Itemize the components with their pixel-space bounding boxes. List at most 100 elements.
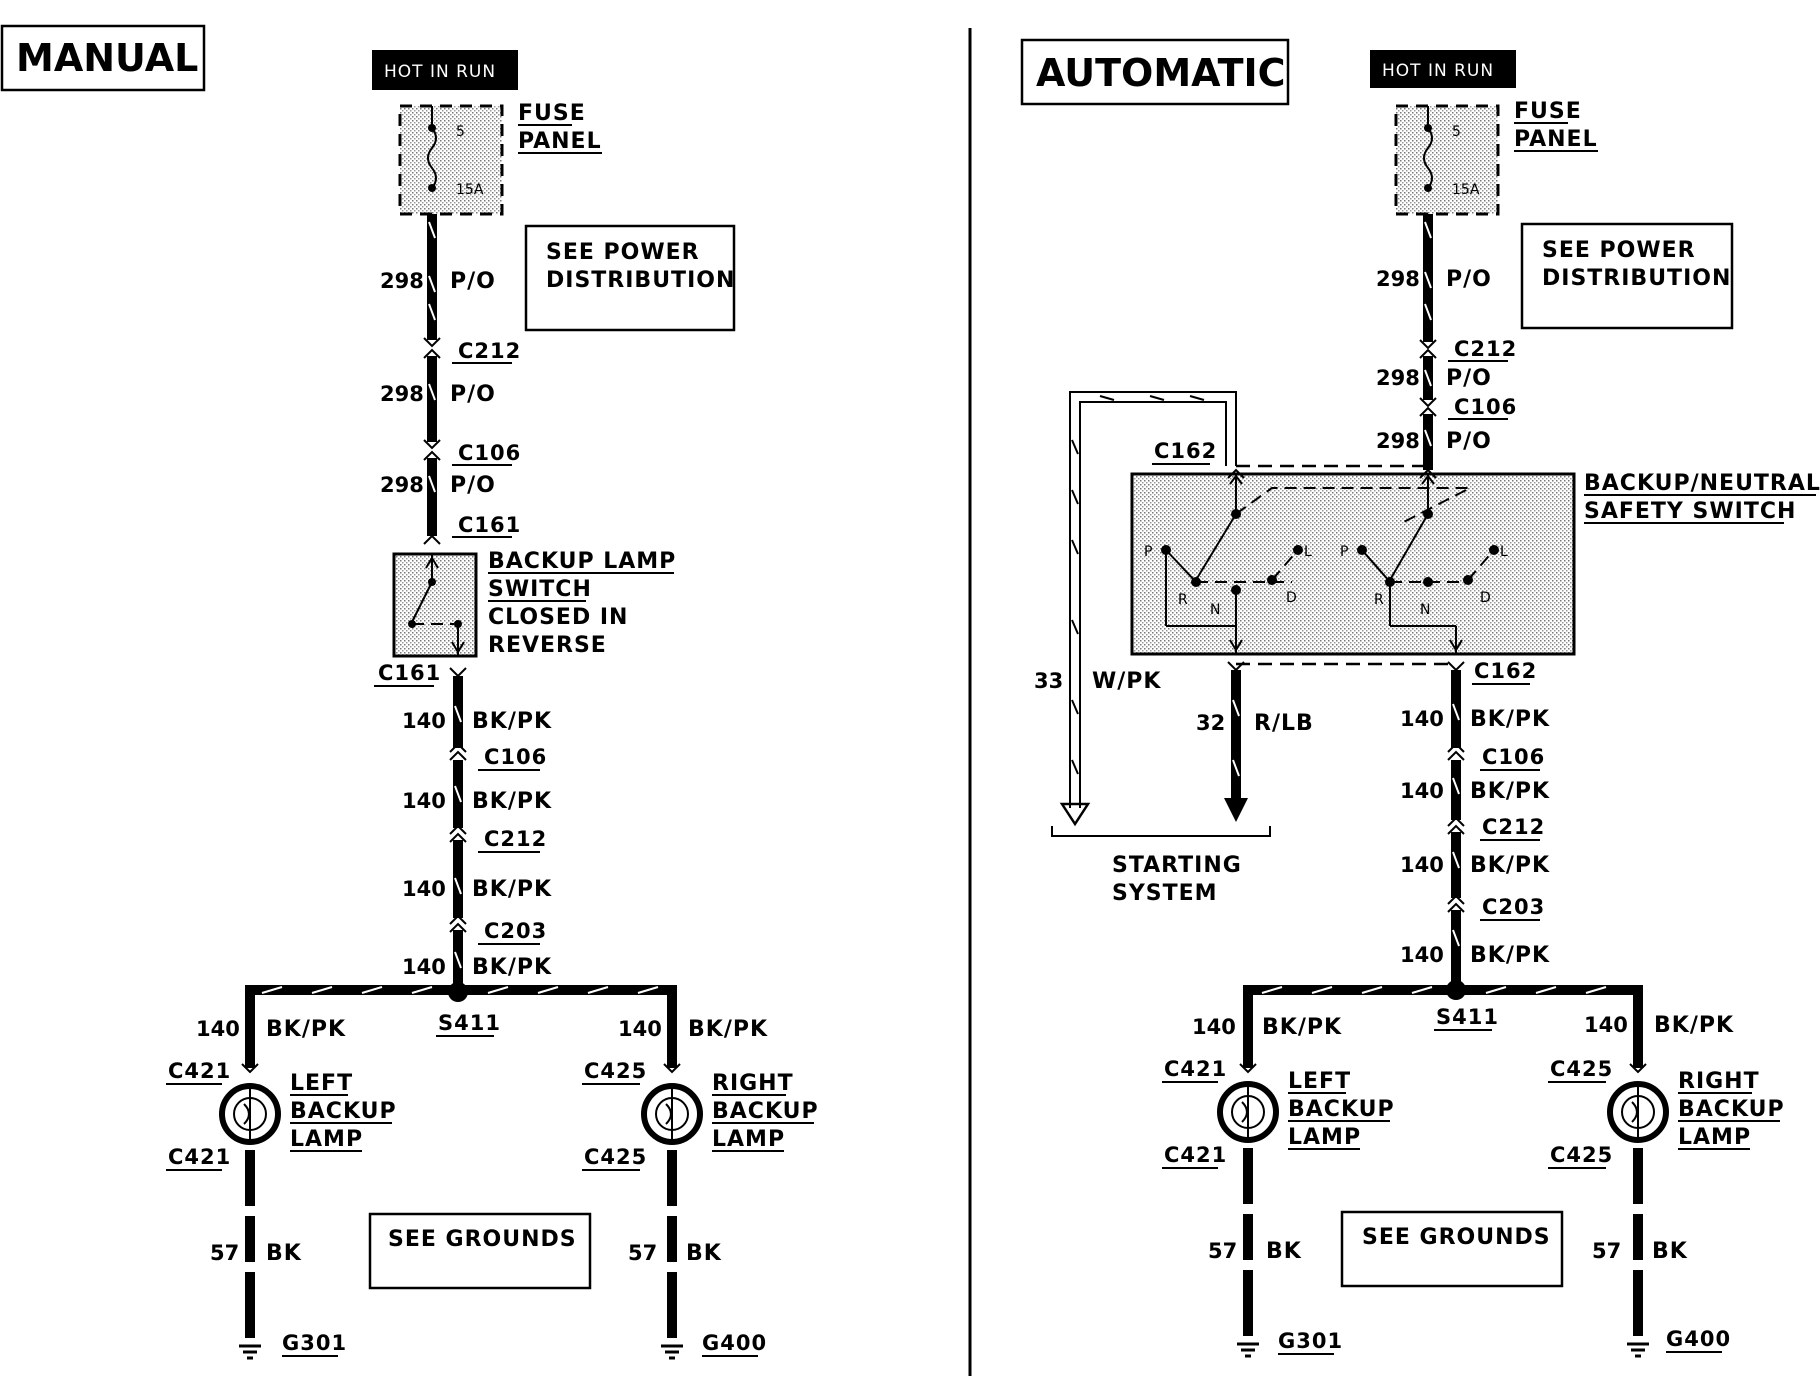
manual-140-circuit-left: 140 <box>196 1017 240 1041</box>
manual-c161-top: C161 <box>458 513 521 537</box>
automatic-c106: C106 <box>1454 395 1517 419</box>
manual-fuse-number: 5 <box>456 124 465 140</box>
automatic-left-lamp-2: BACKUP <box>1288 1097 1395 1122</box>
automatic-c425-bottom: C425 <box>1550 1143 1613 1167</box>
automatic-c425-top: C425 <box>1550 1057 1613 1081</box>
manual-switch-label-3: CLOSED IN <box>488 605 628 630</box>
automatic-140-color-3: BK/PK <box>1470 853 1550 878</box>
automatic-hot-in-run: HOT IN RUN <box>1382 61 1494 81</box>
manual-140-color-2: BK/PK <box>472 789 552 814</box>
automatic-140-color-right: BK/PK <box>1654 1013 1734 1038</box>
manual-fuse-label-2: PANEL <box>518 129 602 154</box>
automatic-33-circuit: 33 <box>1034 669 1063 693</box>
automatic-57-circuit-right: 57 <box>1592 1239 1621 1263</box>
manual-298-circuit-2: 298 <box>380 382 424 406</box>
automatic-see-power-1: SEE POWER <box>1542 238 1696 263</box>
manual-s411-splice <box>448 982 468 1002</box>
manual-298-circuit-3: 298 <box>380 473 424 497</box>
automatic-right-lamp-2: BACKUP <box>1678 1097 1785 1122</box>
automatic-right-lamp-3: LAMP <box>1678 1125 1751 1150</box>
automatic-left-lamp-3: LAMP <box>1288 1125 1361 1150</box>
manual-c212: C212 <box>458 339 521 363</box>
manual-title: MANUAL <box>16 36 198 80</box>
manual-140-color-1: BK/PK <box>472 709 552 734</box>
automatic-s411-splice <box>1446 980 1466 1000</box>
manual-298-color-2: P/O <box>450 382 496 407</box>
automatic-gear-p-right: P <box>1340 544 1348 560</box>
automatic-gear-l-left: L <box>1304 544 1312 560</box>
manual-hot-in-run: HOT IN RUN <box>384 62 496 82</box>
manual-backup-lamp-switch <box>392 552 478 658</box>
manual-c421-top: C421 <box>168 1059 231 1083</box>
manual-c106-lower: C106 <box>484 745 547 769</box>
automatic-57-circuit-left: 57 <box>1208 1239 1237 1263</box>
automatic-left-lamp-1: LEFT <box>1288 1069 1351 1094</box>
automatic-298-color-3: P/O <box>1446 429 1492 454</box>
automatic-diagram: AUTOMATIC HOT IN RUN 5 15A FUSE PANEL SE… <box>1020 38 1820 1358</box>
automatic-140-circuit-left: 140 <box>1192 1015 1236 1039</box>
manual-fuse-panel <box>398 104 504 216</box>
automatic-140-color-1: BK/PK <box>1470 707 1550 732</box>
automatic-right-lamp-1: RIGHT <box>1678 1069 1760 1094</box>
automatic-298-circuit-1: 298 <box>1376 267 1420 291</box>
automatic-57-color-left: BK <box>1266 1239 1302 1264</box>
manual-g400: G400 <box>702 1331 767 1355</box>
automatic-fuse-panel <box>1394 104 1500 216</box>
automatic-gear-n-left: N <box>1210 602 1220 618</box>
automatic-57-color-right: BK <box>1652 1239 1688 1264</box>
automatic-298-color-2: P/O <box>1446 366 1492 391</box>
manual-left-lamp-2: BACKUP <box>290 1099 397 1124</box>
automatic-title: AUTOMATIC <box>1036 51 1286 95</box>
automatic-c162-bottom: C162 <box>1474 659 1537 683</box>
manual-57-circuit-right: 57 <box>628 1241 657 1265</box>
automatic-140-circuit-1: 140 <box>1400 707 1444 731</box>
manual-switch-label-1: BACKUP LAMP <box>488 549 676 574</box>
automatic-gear-d-right: D <box>1480 590 1491 606</box>
manual-140-circuit-3: 140 <box>402 877 446 901</box>
manual-140-circuit-4: 140 <box>402 955 446 979</box>
manual-see-grounds: SEE GROUNDS <box>388 1227 577 1252</box>
automatic-c106-lower: C106 <box>1482 745 1545 769</box>
manual-c106: C106 <box>458 441 521 465</box>
automatic-32-circuit: 32 <box>1196 711 1225 735</box>
manual-left-lamp-3: LAMP <box>290 1127 363 1152</box>
automatic-gear-l-right: L <box>1500 544 1508 560</box>
automatic-298-circuit-3: 298 <box>1376 429 1420 453</box>
automatic-140-color-4: BK/PK <box>1470 943 1550 968</box>
automatic-c421-bottom: C421 <box>1164 1143 1227 1167</box>
manual-switch-label-4: REVERSE <box>488 633 607 658</box>
automatic-gear-p-left: P <box>1144 544 1152 560</box>
automatic-33-color: W/PK <box>1092 669 1161 694</box>
automatic-fuse-label-1: FUSE <box>1514 99 1582 124</box>
automatic-140-circuit-4: 140 <box>1400 943 1444 967</box>
automatic-see-power-2: DISTRIBUTION <box>1542 266 1731 291</box>
manual-c421-bottom: C421 <box>168 1145 231 1169</box>
manual-c425-bottom: C425 <box>584 1145 647 1169</box>
manual-left-lamp-1: LEFT <box>290 1071 353 1096</box>
manual-right-lamp-1: RIGHT <box>712 1071 794 1096</box>
automatic-c421-top: C421 <box>1164 1057 1227 1081</box>
automatic-see-grounds: SEE GROUNDS <box>1362 1225 1551 1250</box>
manual-g301: G301 <box>282 1331 347 1355</box>
automatic-safety-switch <box>1130 472 1576 656</box>
manual-c212-lower: C212 <box>484 827 547 851</box>
automatic-switch-label-1: BACKUP/NEUTRAL <box>1584 471 1820 496</box>
manual-c161-bottom: C161 <box>378 661 441 685</box>
automatic-140-color-2: BK/PK <box>1470 779 1550 804</box>
automatic-starting-1: STARTING <box>1112 853 1242 878</box>
automatic-140-circuit-2: 140 <box>1400 779 1444 803</box>
manual-140-color-right: BK/PK <box>688 1017 768 1042</box>
manual-140-circuit-2: 140 <box>402 789 446 813</box>
manual-fuse-label-1: FUSE <box>518 101 586 126</box>
automatic-140-circuit-right: 140 <box>1584 1013 1628 1037</box>
automatic-298-circuit-2: 298 <box>1376 366 1420 390</box>
manual-c203: C203 <box>484 919 547 943</box>
manual-298-color-3: P/O <box>450 473 496 498</box>
manual-diagram: MANUAL HOT IN RUN 5 15A FUSE PANEL SEE P… <box>0 24 819 1360</box>
automatic-gear-r-left: R <box>1178 592 1188 608</box>
automatic-gear-n-right: N <box>1420 602 1430 618</box>
automatic-gear-r-right: R <box>1374 592 1384 608</box>
manual-140-color-4: BK/PK <box>472 955 552 980</box>
manual-c425-top: C425 <box>584 1059 647 1083</box>
manual-right-lamp-2: BACKUP <box>712 1099 819 1124</box>
